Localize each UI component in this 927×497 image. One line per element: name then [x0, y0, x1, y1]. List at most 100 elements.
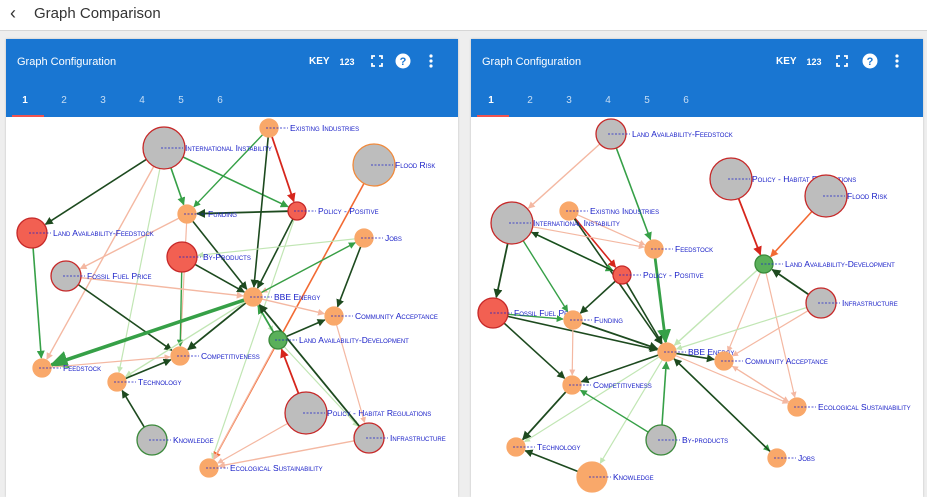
edge-intl-feed[interactable] [46, 166, 155, 360]
node-bbe[interactable]: BBE Energy [243, 287, 320, 307]
edge-land-feed[interactable] [615, 147, 652, 241]
node-bypro[interactable]: By-products [645, 424, 728, 456]
key-button[interactable]: KEY [776, 56, 797, 67]
node-tech[interactable]: Technology [107, 372, 182, 392]
edge-infra-eco[interactable] [218, 440, 355, 469]
node-circle[interactable] [50, 260, 82, 292]
edge-intl-land[interactable] [44, 158, 147, 225]
node-circle[interactable] [787, 397, 807, 417]
edge-ffp-comp[interactable] [503, 322, 566, 379]
node-circle[interactable] [767, 448, 787, 468]
node-polhab[interactable]: Policy - Habitat Regulations [284, 391, 431, 435]
edge-bbe-comp[interactable] [580, 354, 659, 384]
edge-pol-bbe[interactable] [625, 282, 663, 345]
node-pol[interactable]: Policy - Positive [287, 201, 379, 221]
more-vert-icon[interactable] [421, 51, 441, 71]
key-button[interactable]: KEY [309, 56, 330, 67]
tab-4[interactable]: 4 [139, 95, 145, 106]
edge-jobs-comacc[interactable] [336, 246, 362, 308]
tab-1[interactable]: 1 [488, 95, 494, 106]
node-circle[interactable] [754, 254, 774, 274]
help-icon[interactable]: ? [860, 51, 880, 71]
node-circle[interactable] [506, 437, 526, 457]
node-land[interactable]: Land Availability-Feedstock [16, 217, 154, 249]
edge-comp-tech[interactable] [522, 391, 567, 441]
edge-landdev-infra[interactable] [283, 346, 359, 427]
edge-land-feed[interactable] [32, 247, 45, 359]
numbers-icon[interactable]: 123 [337, 51, 357, 71]
node-comacc[interactable]: Community Acceptance [714, 351, 828, 371]
edge-jobs-bypro[interactable] [197, 238, 356, 258]
edge-ffp-bbe[interactable] [80, 277, 244, 299]
node-circle[interactable] [804, 174, 848, 218]
node-circle[interactable] [170, 346, 190, 366]
more-vert-icon[interactable] [887, 51, 907, 71]
edge-know-tech[interactable] [524, 449, 579, 473]
edge-landdev-eco[interactable] [765, 272, 797, 398]
tab-2[interactable]: 2 [527, 95, 533, 106]
node-comp[interactable]: Competitiveness [170, 346, 260, 366]
node-ind[interactable]: Existing Industries [559, 201, 659, 221]
node-infra[interactable]: Infrastructure [805, 287, 898, 319]
node-infra[interactable]: Infrastructure [353, 422, 446, 454]
edge-intl-fund[interactable] [170, 167, 186, 206]
edge-eco-comacc[interactable] [731, 365, 790, 403]
node-circle[interactable] [805, 287, 837, 319]
node-feed[interactable]: Feedstock [644, 239, 713, 259]
node-fund[interactable]: Funding [563, 310, 623, 330]
edge-bbe-comacc[interactable] [261, 298, 325, 316]
edge-ind-fund[interactable] [193, 134, 264, 208]
node-circle[interactable] [354, 228, 374, 248]
tab-3[interactable]: 3 [100, 95, 106, 106]
node-intl[interactable]: International Instability [490, 201, 620, 245]
edge-fund-bbe[interactable] [191, 220, 248, 290]
edge-infra-landdev[interactable] [771, 268, 810, 296]
tab-3[interactable]: 3 [566, 95, 572, 106]
node-circle[interactable] [576, 461, 608, 493]
edge-pol-eco[interactable] [211, 219, 295, 460]
node-circle[interactable] [352, 143, 396, 187]
edge-pol-intl[interactable] [531, 231, 615, 272]
node-eco[interactable]: Ecological Sustainability [787, 397, 911, 417]
edge-infra-bbe[interactable] [675, 306, 807, 351]
node-circle[interactable] [644, 239, 664, 259]
edge-bypro-comp[interactable] [579, 389, 649, 433]
node-circle[interactable] [709, 157, 753, 201]
node-intl[interactable]: International Instability [142, 126, 272, 170]
node-circle[interactable] [107, 372, 127, 392]
node-land[interactable]: Land Availability-Feedstock [595, 118, 733, 150]
node-feed[interactable]: Feedstock [32, 358, 101, 378]
edge-feed-bbe[interactable] [653, 257, 672, 344]
node-circle[interactable] [142, 126, 186, 170]
node-circle[interactable] [199, 458, 219, 478]
node-circle[interactable] [562, 375, 582, 395]
edge-polhab-eco[interactable] [217, 422, 288, 464]
edge-polhab-landdev[interactable] [280, 348, 300, 394]
numbers-icon[interactable]: 123 [804, 51, 824, 71]
edge-bbe-eco[interactable] [675, 354, 789, 404]
edge-bbe-comacc[interactable] [675, 352, 715, 363]
node-circle[interactable] [243, 287, 263, 307]
node-flood[interactable]: Flood Risk [804, 174, 887, 218]
edge-intl-pol[interactable] [182, 156, 289, 208]
edge-feed-comp[interactable] [50, 354, 171, 368]
edge-fund-comp[interactable] [569, 328, 576, 376]
edge-pol-fund[interactable] [196, 208, 289, 218]
node-ffp[interactable]: Fossil Fuel Price [50, 260, 151, 292]
node-know[interactable]: Knowledge [576, 461, 654, 493]
node-circle[interactable] [287, 201, 307, 221]
edge-bbe-feed[interactable] [49, 298, 246, 369]
node-jobs[interactable]: Jobs [354, 228, 402, 248]
edge-ind-pol[interactable] [271, 136, 296, 203]
edge-bypro-comp[interactable] [176, 271, 184, 347]
node-circle[interactable] [177, 204, 197, 224]
edge-ind-feed[interactable] [576, 214, 646, 246]
edge-fund-ffp[interactable] [79, 217, 180, 270]
node-ind[interactable]: Existing Industries [259, 118, 359, 138]
node-circle[interactable] [477, 297, 509, 329]
tab-5[interactable]: 5 [178, 95, 184, 106]
edge-land-intl[interactable] [527, 143, 601, 209]
node-know[interactable]: Knowledge [136, 424, 214, 456]
node-circle[interactable] [268, 330, 288, 350]
